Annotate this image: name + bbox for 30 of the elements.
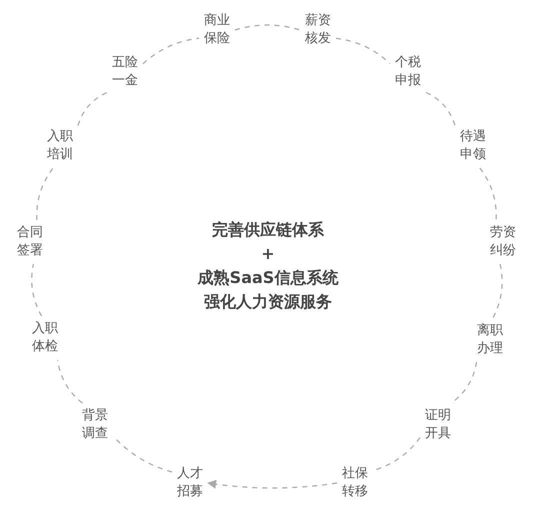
center-text: 完善供应链体系 xyxy=(212,219,324,241)
connector-line xyxy=(336,38,390,64)
connector-line xyxy=(112,436,172,473)
center-text: 强化人力资源服务 xyxy=(204,291,332,313)
connector-line xyxy=(77,92,108,126)
step-label: 证明开具 xyxy=(424,407,452,443)
connector-line xyxy=(426,92,456,126)
center-text: + xyxy=(261,243,275,265)
step-label: 五险一金 xyxy=(111,54,139,90)
connector-line xyxy=(492,264,503,318)
step-label: 入职体检 xyxy=(31,320,59,356)
connector-line xyxy=(36,168,54,220)
step-label: 劳资纠纷 xyxy=(489,224,517,260)
connector-line xyxy=(31,264,42,316)
step-label: 人才招募 xyxy=(176,465,204,501)
center-text: 成熟SaaS信息系统 xyxy=(198,267,338,289)
step-label: 背景调查 xyxy=(81,407,109,443)
step-label: 社保转移 xyxy=(341,465,369,501)
step-label: 入职培训 xyxy=(46,128,74,164)
step-label: 薪资核发 xyxy=(304,12,332,48)
connector-line xyxy=(234,24,300,31)
step-label: 待遇申领 xyxy=(459,128,487,164)
connector-line xyxy=(479,168,497,220)
arrow xyxy=(207,480,338,489)
connector-line xyxy=(142,38,200,64)
step-label: 合同签署 xyxy=(16,224,44,260)
connector-line xyxy=(57,360,83,404)
step-label: 商业保险 xyxy=(203,12,231,48)
step-label: 离职办理 xyxy=(476,322,504,358)
step-label: 个税申报 xyxy=(394,54,422,90)
